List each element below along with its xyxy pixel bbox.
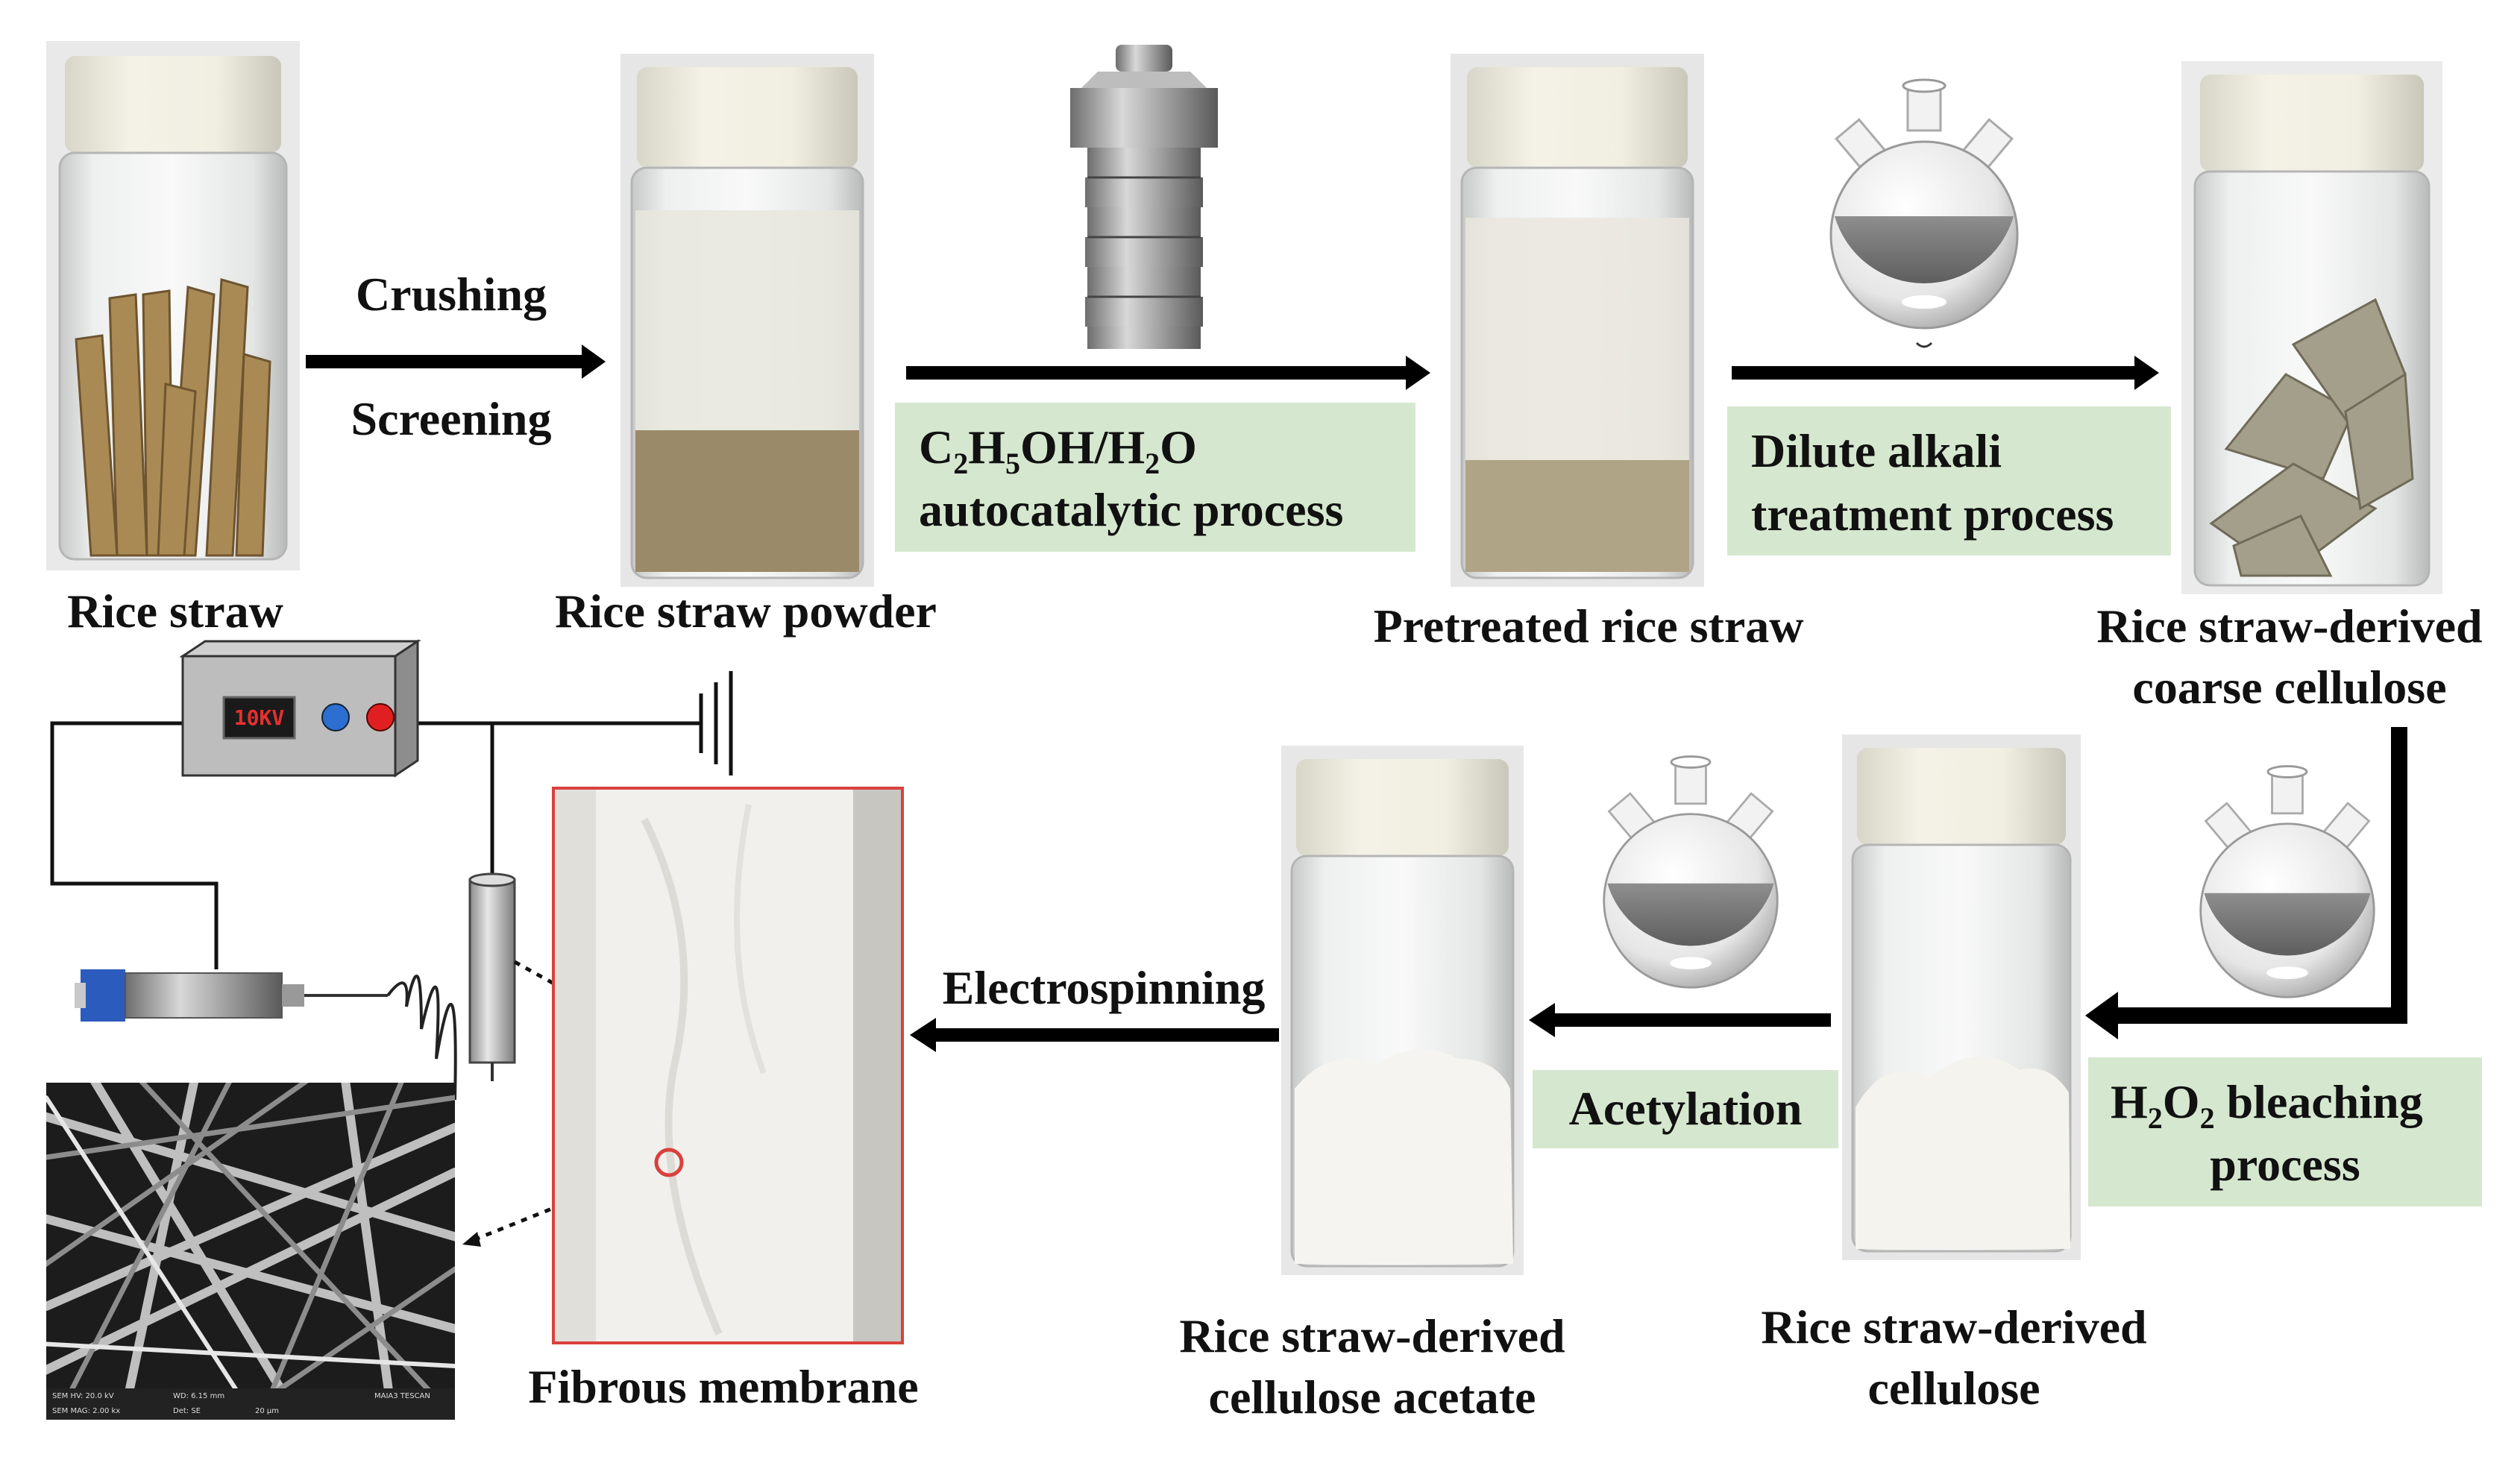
autoclave-reactor-icon xyxy=(1070,45,1218,349)
collector-drum-icon xyxy=(468,872,516,1081)
sem-micrograph: SEM HV: 20.0 kV WD: 6.15 mm MAIA3 TESCAN… xyxy=(46,1083,455,1420)
sem-info-bar: SEM HV: 20.0 kV WD: 6.15 mm MAIA3 TESCAN… xyxy=(46,1388,455,1420)
vial-photo-cellulose-acetate xyxy=(1281,746,1524,1275)
label-rice-straw-powder: Rice straw powder xyxy=(555,585,937,638)
label-cellulose-1: Rice straw-derived xyxy=(1761,1300,2147,1353)
step-box-alkali xyxy=(1727,406,2171,556)
syringe-icon xyxy=(75,969,388,1022)
vial-photo-rice-straw xyxy=(46,41,300,570)
arrow-bleaching xyxy=(2085,727,2407,1039)
polymer-jet-icon xyxy=(386,975,457,1101)
step-crushing-label: Crushing xyxy=(355,268,547,321)
step-electrospinning-label: Electrospinning xyxy=(942,961,1266,1014)
arrow-acetylation xyxy=(1529,1003,1831,1037)
ground-symbol-icon xyxy=(699,671,733,775)
three-neck-flask-icon xyxy=(2199,765,2375,998)
step-autocatalytic-formula: C2H5OH/H2O xyxy=(919,421,1197,480)
sem-mag: SEM MAG: 2.00 kx xyxy=(52,1407,121,1415)
arrow-autocatalytic xyxy=(906,356,1430,390)
sem-scale-bar-label: 20 μm xyxy=(255,1407,280,1415)
step-box-bleaching xyxy=(2088,1057,2482,1206)
step-alkali-line2: treatment process xyxy=(1751,488,2114,541)
step-acetylation-label: Acetylation xyxy=(1568,1082,1803,1135)
three-neck-flask-icon xyxy=(1603,755,1779,989)
vial-photo-coarse-cellulose xyxy=(2181,61,2442,594)
sem-hv: SEM HV: 20.0 kV xyxy=(52,1392,114,1400)
label-rice-straw: Rice straw xyxy=(67,585,283,638)
fibrous-membrane-photo xyxy=(552,787,904,1344)
label-acetate-2: cellulose acetate xyxy=(1208,1371,1536,1423)
step-box-acetylation xyxy=(1533,1070,1838,1148)
sem-detector: Det: SE xyxy=(173,1407,201,1415)
vial-photo-rice-straw-powder xyxy=(620,54,874,587)
arrow-alkali xyxy=(1732,356,2159,390)
label-fibrous-membrane: Fibrous membrane xyxy=(528,1360,919,1413)
label-acetate-1: Rice straw-derived xyxy=(1179,1309,1565,1362)
arrow-crushing xyxy=(306,344,606,379)
label-coarse-cellulose-2: coarse cellulose xyxy=(2132,661,2447,714)
sem-instrument: MAIA3 TESCAN xyxy=(374,1392,430,1400)
voltage-display: 10KV xyxy=(233,705,285,730)
label-cellulose-2: cellulose xyxy=(1867,1362,2040,1414)
three-neck-flask-icon xyxy=(1829,78,2019,348)
step-bleaching-line2: process xyxy=(2210,1138,2360,1191)
step-autocatalytic-label: autocatalytic process xyxy=(919,483,1344,536)
vial-photo-cellulose xyxy=(1842,734,2081,1260)
step-alkali-line1: Dilute alkali xyxy=(1751,424,2002,477)
label-coarse-cellulose-1: Rice straw-derived xyxy=(2096,600,2483,652)
step-bleaching-line1: H2O2 bleaching xyxy=(2111,1075,2423,1135)
step-screening-label: Screening xyxy=(351,392,552,445)
sample-spot-marker xyxy=(654,1148,684,1177)
power-supply-icon xyxy=(179,639,421,778)
sem-wd: WD: 6.15 mm xyxy=(173,1392,225,1400)
vial-photo-pretreated xyxy=(1451,54,1704,587)
label-pretreated: Pretreated rice straw xyxy=(1373,600,1804,652)
arrow-electrospinning xyxy=(910,1018,1279,1052)
electrospinning-apparatus xyxy=(50,639,733,1247)
step-box-autocatalytic xyxy=(895,403,1415,552)
